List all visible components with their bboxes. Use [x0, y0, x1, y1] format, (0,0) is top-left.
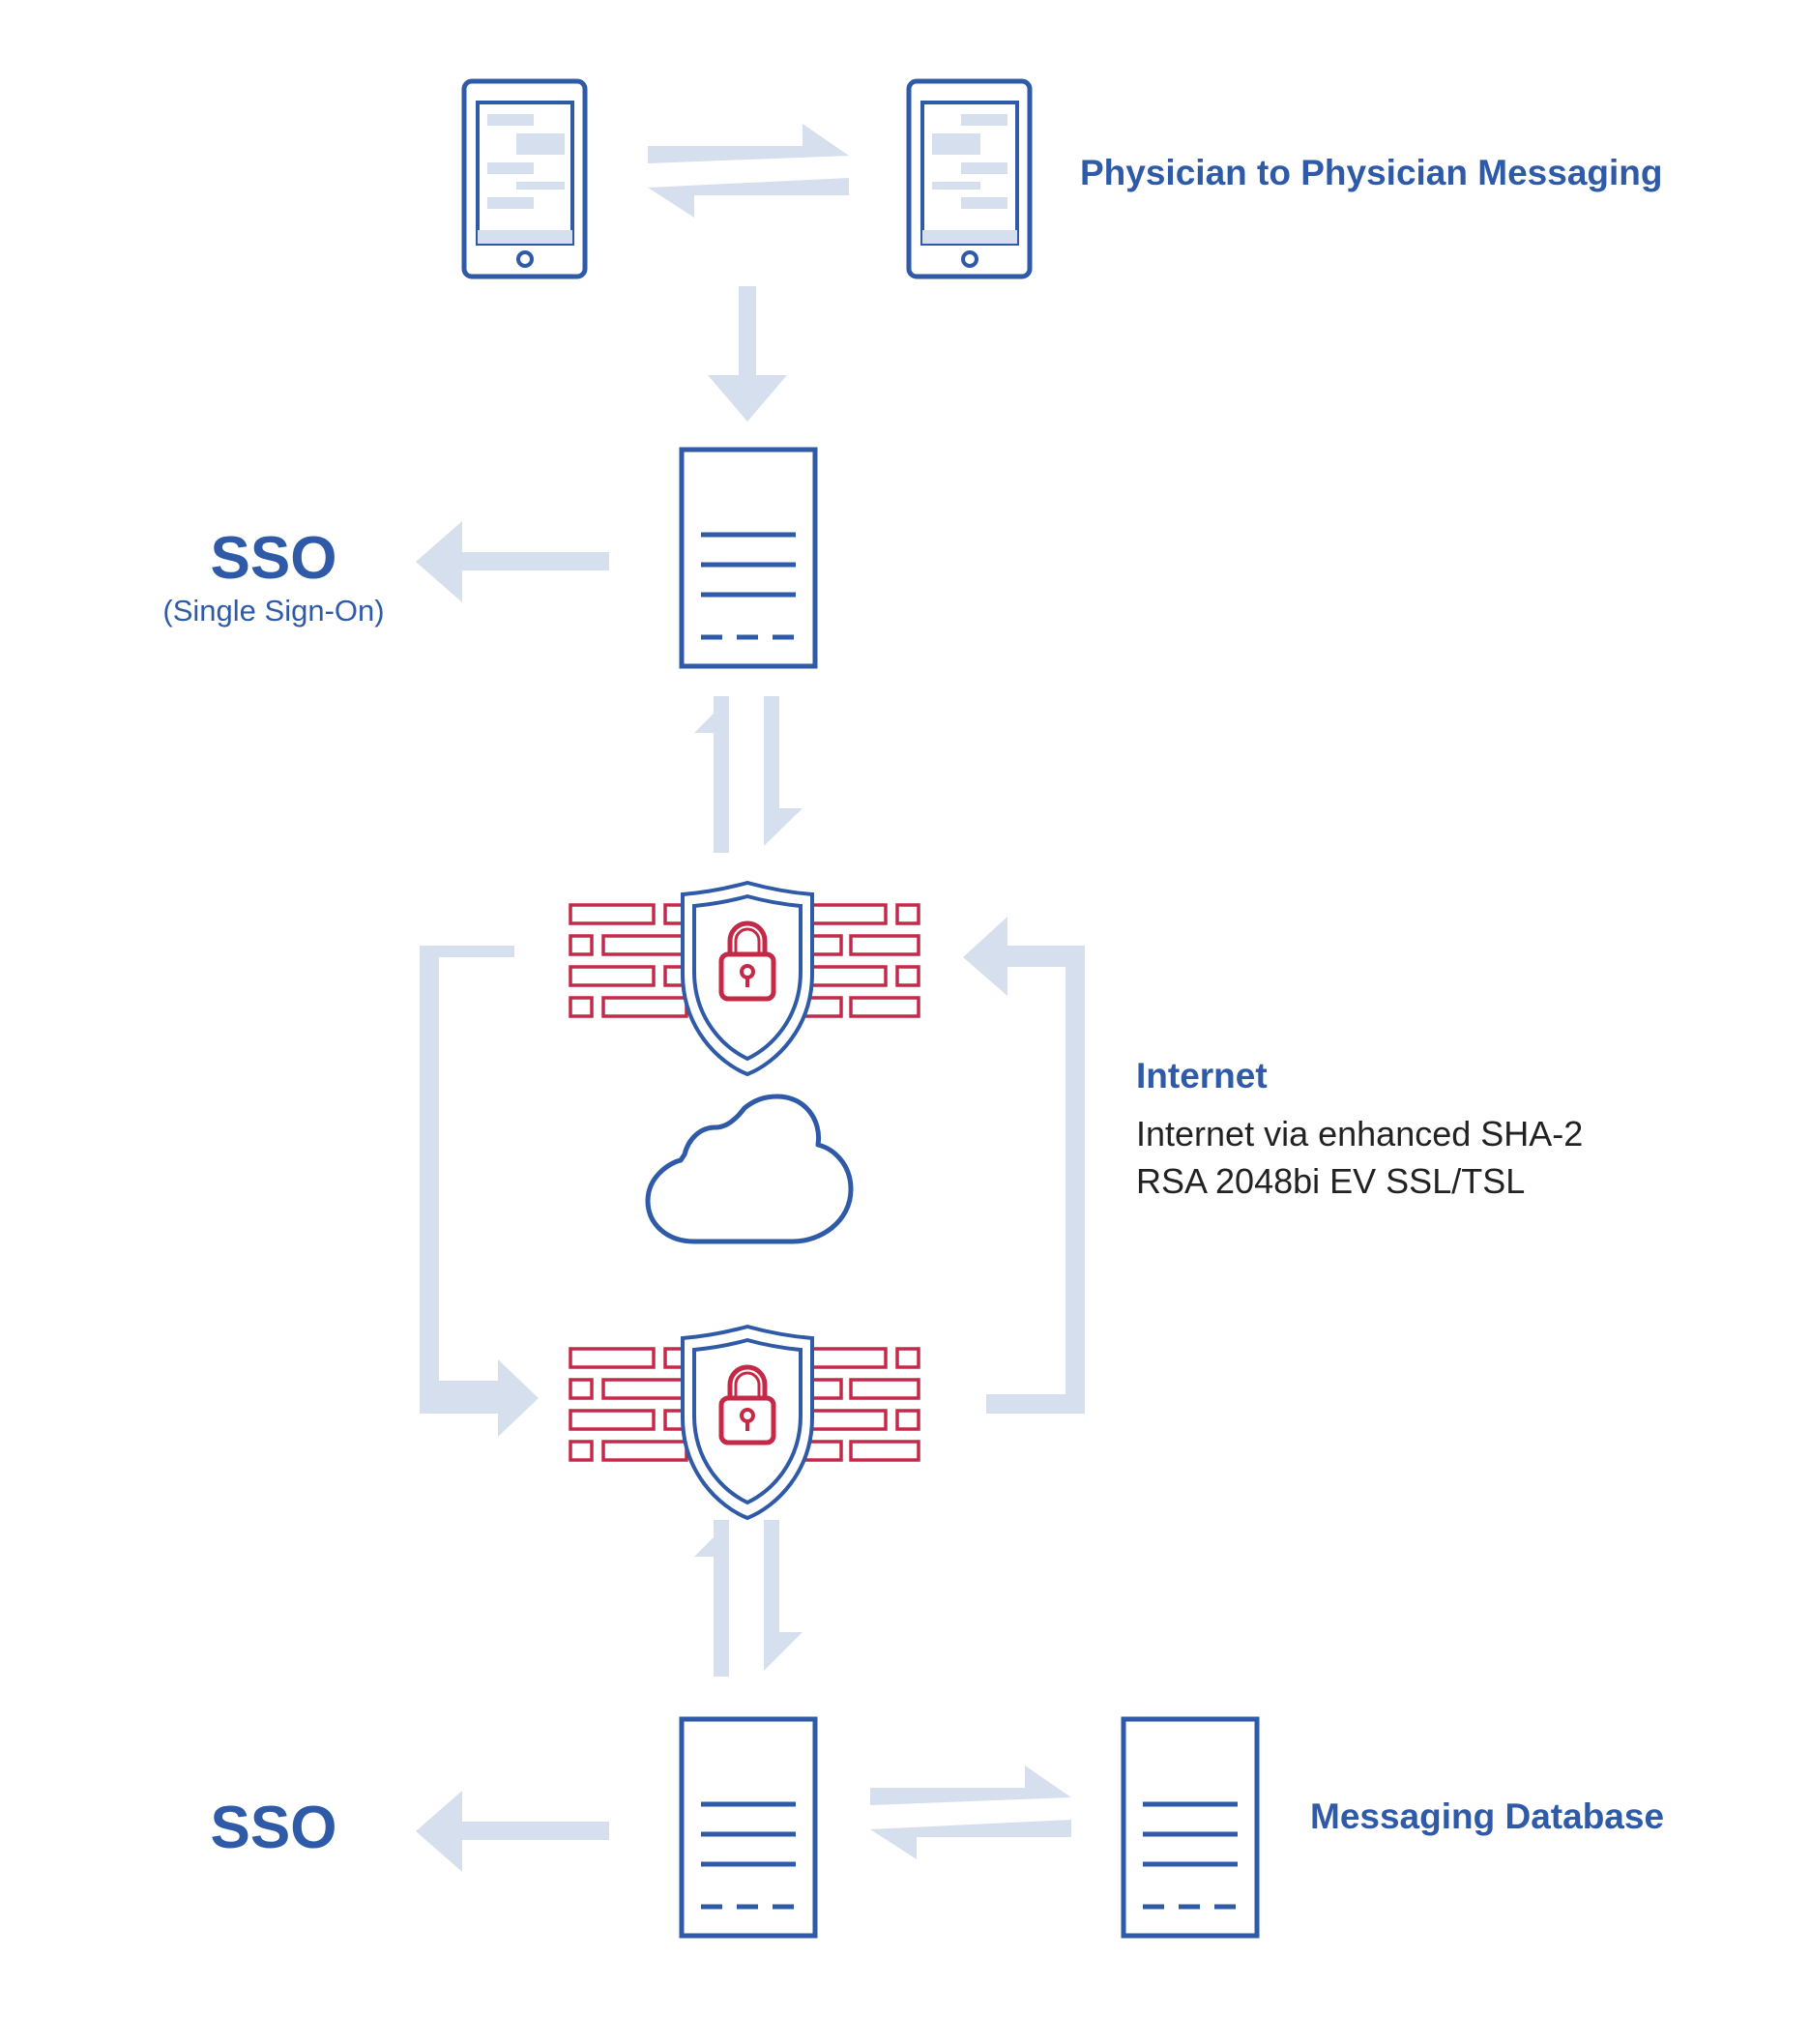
- cloud-icon: [645, 1094, 854, 1244]
- arrow-tablet-right: [648, 124, 849, 163]
- internet-line-2: RSA 2048bi EV SSL/TSL: [1136, 1161, 1526, 1201]
- arrow-down-server-bottom: [764, 1520, 803, 1671]
- arrow-tablet-left: [648, 178, 849, 218]
- firewall-icon-top: [569, 883, 920, 1074]
- server-icon-top: [679, 447, 818, 669]
- arrow-up-firewall-bottom: [694, 1520, 729, 1677]
- firewall-icon-bottom: [569, 1327, 920, 1518]
- arrow-down-to-server: [708, 286, 787, 422]
- arrow-to-sso-bottom: [416, 1791, 609, 1872]
- database-server-icon: [1121, 1716, 1260, 1939]
- tablet-icon-right: [906, 78, 1033, 279]
- database-title: Messaging Database: [1310, 1796, 1665, 1836]
- internet-line-1: Internet via enhanced SHA-2: [1136, 1114, 1584, 1153]
- sso-bottom-label: SSO: [210, 1795, 337, 1861]
- server-icon-bottom: [679, 1716, 818, 1939]
- tablet-icon-left: [461, 78, 588, 279]
- arrow-down-firewall: [764, 696, 803, 846]
- arrow-up-server: [694, 696, 729, 853]
- arrow-to-sso-top: [416, 521, 609, 602]
- padlock-icon: [683, 883, 812, 1074]
- internet-title: Internet: [1136, 1056, 1268, 1095]
- sso-top-sublabel: (Single Sign-On): [162, 594, 385, 628]
- padlock-icon: [683, 1327, 812, 1518]
- arrow-db-to-server: [870, 1820, 1071, 1859]
- arrow-server-to-db: [870, 1766, 1071, 1805]
- arrow-loop-left: [420, 946, 539, 1437]
- sso-top-label: SSO: [210, 525, 337, 592]
- messaging-title: Physician to Physician Messaging: [1080, 153, 1663, 192]
- arrow-loop-right: [963, 917, 1085, 1414]
